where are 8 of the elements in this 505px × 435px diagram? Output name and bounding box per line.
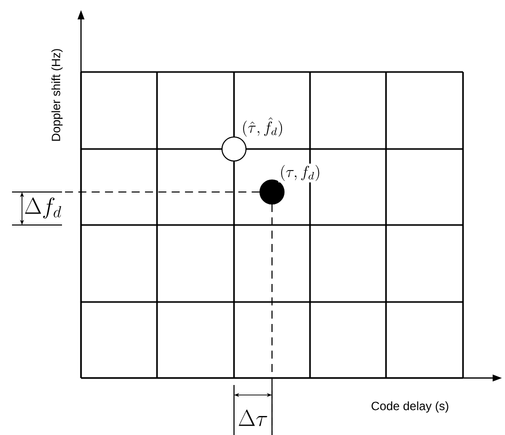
point-label: $(\tau, f_d)$	[278, 164, 322, 182]
dimension-label: $\Delta f_d$	[25, 197, 62, 218]
axis-title: Code delay (s)	[372, 401, 448, 413]
point-marker	[221, 136, 247, 162]
axis-title: Doppler shift (Hz)	[51, 49, 63, 141]
point-marker	[259, 179, 285, 205]
dimension-label: $\Delta\tau$	[238, 410, 268, 426]
point-label: $(\hat{\tau}, \hat{f}_d)$	[240, 116, 285, 138]
